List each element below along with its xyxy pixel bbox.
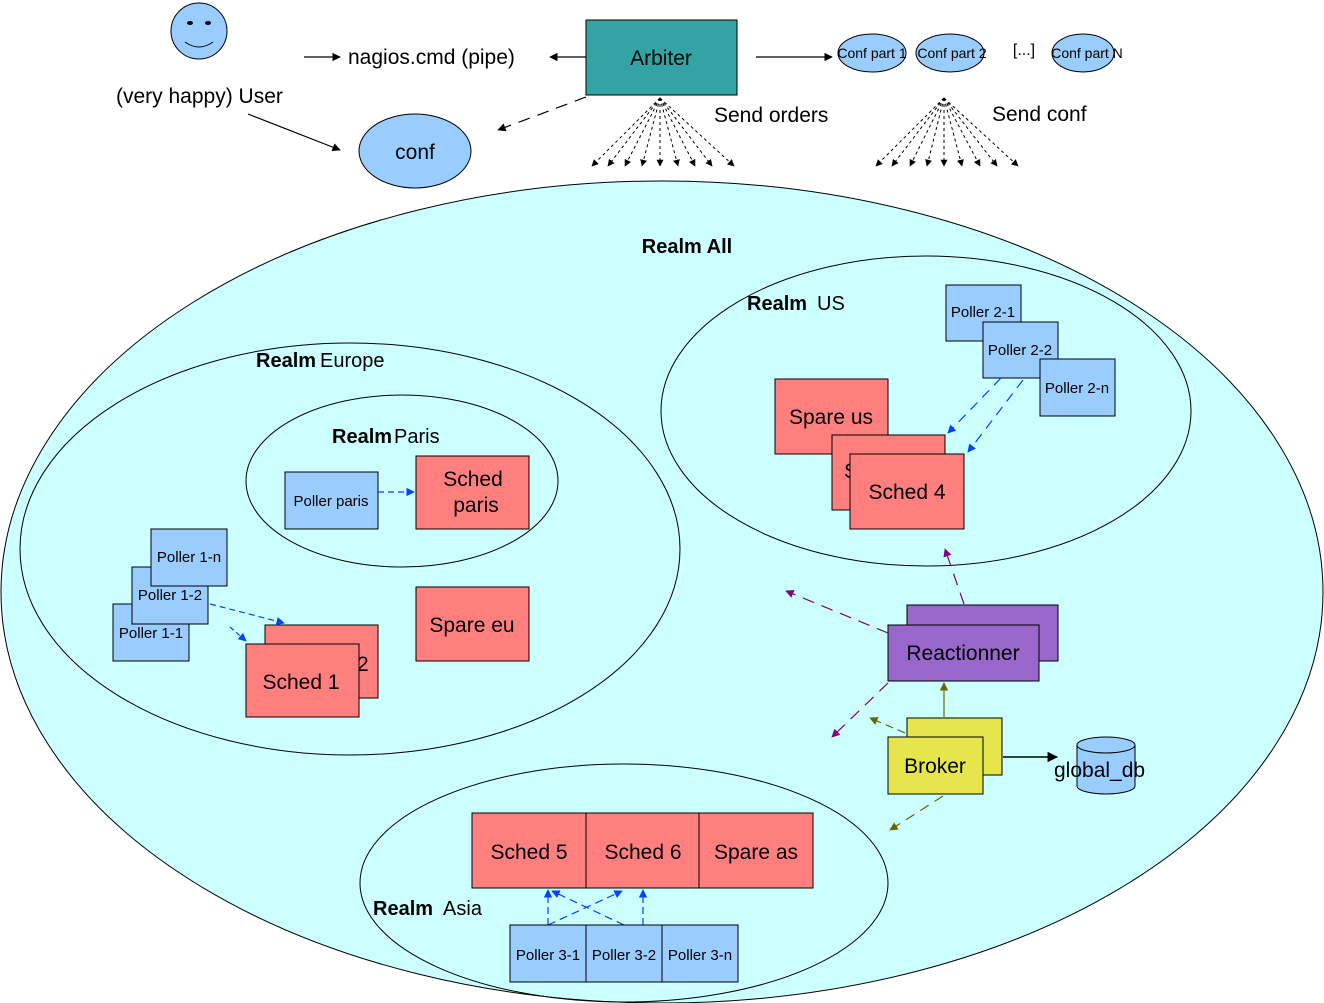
realm-asia-ellipse [359, 763, 889, 1003]
broker-label: Broker [904, 755, 966, 778]
broker-to-europe-arrow [869, 717, 906, 734]
poller-1-to-sched-2-arrow [209, 603, 285, 626]
conf-part-n-node [1051, 33, 1115, 73]
realm-europe-name: Europe [320, 350, 385, 372]
sched-6-label: Sched 6 [604, 841, 681, 864]
realm-paris-name: Paris [394, 426, 440, 448]
realm-paris-keyword: Realm [332, 426, 392, 448]
poller-3-1-to-sched-6-arrow [547, 890, 623, 926]
poller-2-to-sched-3-arrow [947, 377, 1002, 434]
realm-all-label: Realm All [642, 236, 732, 258]
send-conf-burst-icon [875, 97, 1019, 167]
sched-5-label: Sched 5 [490, 841, 567, 864]
realm-us-ellipse [660, 255, 1192, 567]
reactionner-to-asia-arrow [831, 682, 889, 738]
sched-1-node [245, 643, 360, 718]
conf-part-2-node [915, 33, 985, 73]
poller-1-n-label: Poller 1-n [157, 549, 221, 566]
conf-part-2-label: Conf part 2 [917, 45, 986, 61]
realm-all-ellipse [0, 180, 1324, 1003]
sched-paris-node [415, 455, 530, 530]
user-to-conf-arrow [247, 113, 341, 152]
poller-3-n-node [661, 924, 739, 983]
reactionner-label: Reactionner [906, 642, 1019, 665]
arbiter-node [585, 19, 738, 96]
conf-part-1-label: Conf part 1 [837, 45, 906, 61]
poller-3-2-label: Poller 3-2 [592, 947, 656, 964]
arbiter-label: Arbiter [630, 47, 692, 70]
sched-paris-label-1: Sched [443, 468, 503, 491]
poller-2-n-label: Poller 2-n [1045, 380, 1109, 397]
sched-paris-label-2: paris [453, 494, 499, 517]
sched-4-label: Sched 4 [868, 481, 945, 504]
realm-asia-name: Asia [443, 898, 483, 920]
reactionner-node [887, 624, 1040, 682]
realm-europe-keyword: Realm [256, 350, 316, 372]
conf-part-1-node [837, 33, 907, 73]
spare-as-node [698, 812, 814, 889]
conf-label: conf [395, 141, 435, 164]
conf-part-n-label: Conf part N [1051, 45, 1123, 61]
conf-part-ellipsis: [...] [1013, 42, 1035, 59]
poller-2-1-label: Poller 2-1 [951, 304, 1015, 321]
pipe-label: nagios.cmd (pipe) [348, 46, 515, 69]
realm-asia-keyword: Realm [373, 898, 433, 920]
conf-node [358, 113, 472, 189]
poller-3-n-label: Poller 3-n [668, 947, 732, 964]
realm-asia-title: Realm Asia [373, 898, 483, 920]
broker-to-asia-arrow [889, 795, 944, 831]
poller-1-to-sched-1-arrow [229, 626, 247, 642]
realm-us-keyword: Realm [747, 293, 807, 315]
database-icon [1076, 736, 1136, 795]
poller-3-1-label: Poller 3-1 [516, 947, 580, 964]
poller-2-2-label: Poller 2-2 [988, 342, 1052, 359]
poller-1-n-node [150, 528, 228, 587]
poller-2-n-node [1039, 358, 1116, 417]
realm-us-title: Realm US [747, 293, 845, 315]
user-smiley-icon [170, 2, 228, 60]
send-orders-burst-icon [591, 97, 735, 167]
poller-1-2-label: Poller 1-2 [138, 587, 202, 604]
send-orders-label: Send orders [714, 104, 828, 127]
sched-4-node [849, 453, 965, 530]
broker-node [887, 736, 984, 795]
spare-eu-node [415, 586, 530, 662]
user-label: (very happy) User [116, 85, 283, 108]
poller-3-2-node [585, 924, 663, 983]
reactionner-to-us-arrow [943, 548, 965, 605]
sched-1-label: Sched 1 [262, 671, 339, 694]
sched-5-node [471, 812, 587, 889]
send-conf-label: Send conf [992, 103, 1087, 126]
realm-europe-ellipse [19, 342, 681, 756]
spare-us-label: Spare us [789, 406, 873, 429]
spare-eu-label: Spare eu [429, 614, 514, 637]
poller-paris-label: Poller paris [293, 493, 368, 510]
global-db-label: global_db [1054, 759, 1145, 782]
poller-1-1-label: Poller 1-1 [119, 625, 183, 642]
realm-paris-ellipse [245, 394, 559, 568]
poller-paris-node [284, 471, 379, 530]
realm-us-name: US [817, 293, 845, 315]
reactionner-to-europe-arrow [785, 589, 889, 634]
poller-3-1-node [509, 924, 587, 983]
poller-3-2-to-sched-5-arrow [551, 890, 625, 926]
sched-2-fragment: 2 [357, 653, 369, 676]
spare-as-label: Spare as [714, 841, 798, 864]
arbiter-to-conf-arrow [497, 96, 587, 132]
poller-2-to-sched-4-arrow [967, 379, 1024, 453]
